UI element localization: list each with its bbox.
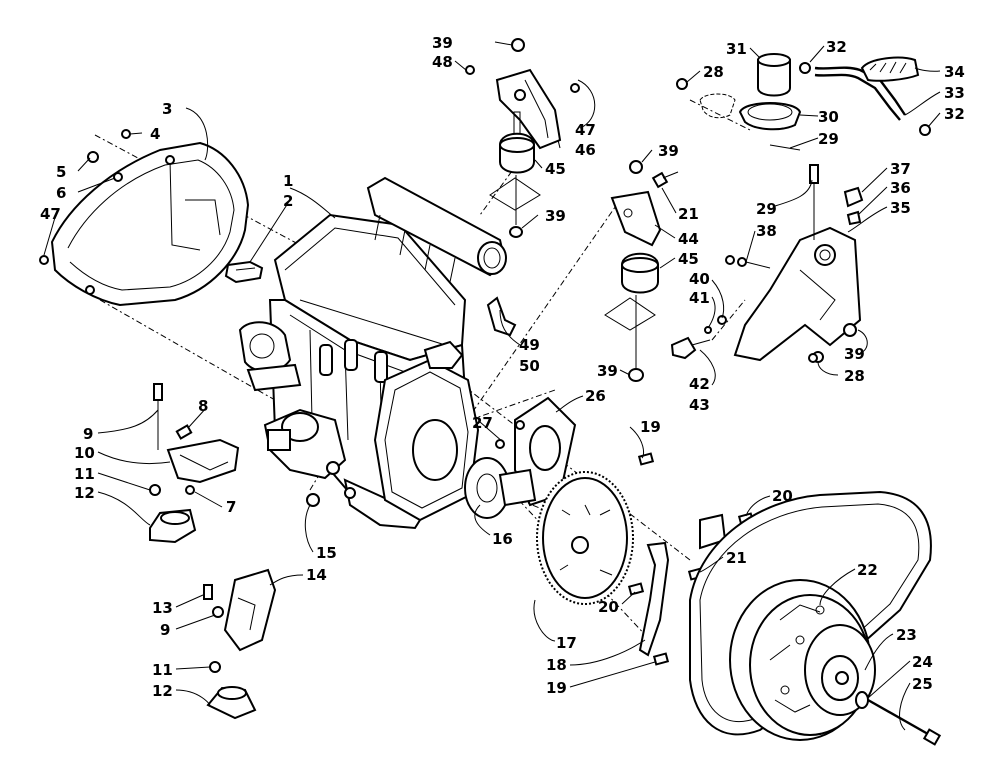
callout-2: 2 [283,192,293,210]
callout-28-top: 28 [703,63,724,81]
bracket [224,260,264,284]
fuel-filter-assembly [676,53,931,151]
callout-48: 48 [432,53,453,71]
callout-8: 8 [198,397,208,415]
ring-gear [536,471,634,605]
callout-34: 34 [944,63,965,81]
crankshaft-hub [464,457,537,519]
callout-26: 26 [585,387,606,405]
callout-22: 22 [857,561,878,579]
upper-engine-mount [489,38,562,238]
callout-27: 27 [472,414,493,432]
callout-labels: 1 2 3 4 5 6 47 8 9 10 11 12 7 15 14 13 9… [40,34,965,700]
rear-mount-bracket [670,164,864,363]
callout-37: 37 [890,160,911,178]
belt-guard [50,141,250,307]
callout-25: 25 [912,675,933,693]
callout-14: 14 [306,566,327,584]
callout-11-upper: 11 [74,465,95,483]
callout-36: 36 [890,179,911,197]
callout-29-top: 29 [818,130,839,148]
fasteners [39,65,818,507]
callout-10: 10 [74,444,95,462]
callout-49: 49 [519,336,540,354]
callout-45-side: 45 [678,250,699,268]
callout-1: 1 [283,172,293,190]
callout-11-lower: 11 [152,661,173,679]
callout-5: 5 [56,163,66,181]
left-engine-mount-lower [203,568,277,720]
callout-24: 24 [912,653,933,671]
callout-45-top: 45 [545,160,566,178]
callout-6: 6 [56,184,66,202]
callout-39-mid: 39 [545,207,566,225]
callout-13: 13 [152,599,173,617]
callout-39-top: 39 [432,34,453,52]
drive-clutch [729,579,942,746]
bolt [651,171,679,189]
callout-35: 35 [890,199,911,217]
callout-9-lower: 9 [160,621,170,639]
callout-46: 46 [575,141,596,159]
callout-16: 16 [492,530,513,548]
callout-12-upper: 12 [74,484,95,502]
callout-32-top: 32 [826,38,847,56]
callout-38: 38 [756,222,777,240]
callout-32-right: 32 [944,105,965,123]
callout-3: 3 [162,100,172,118]
callout-33: 33 [944,84,965,102]
callout-47-top: 47 [575,121,596,139]
left-engine-mount-upper [149,383,240,544]
callout-21-upper: 21 [678,205,699,223]
callout-21-lower: 21 [726,549,747,567]
callout-19-lower: 19 [546,679,567,697]
callout-41: 41 [689,289,710,307]
callout-39-bracket: 39 [844,345,865,363]
callout-50: 50 [519,357,540,375]
callout-29-right: 29 [756,200,777,218]
callout-17: 17 [556,634,577,652]
callout-9-upper: 9 [83,425,93,443]
callout-30: 30 [818,108,839,126]
callout-18: 18 [546,656,567,674]
callout-4: 4 [150,125,160,143]
callout-39-right-top: 39 [658,142,679,160]
callout-20-upper: 20 [772,487,793,505]
callout-7: 7 [226,498,236,516]
callout-43: 43 [689,396,710,414]
callout-40: 40 [689,270,710,288]
side-engine-mount [604,160,662,382]
engine-block [238,176,507,530]
callout-39-side: 39 [597,362,618,380]
leader-lines [43,41,941,731]
callout-44: 44 [678,230,699,248]
callout-28-bracket: 28 [844,367,865,385]
callout-12-lower: 12 [152,682,173,700]
callout-31: 31 [726,40,747,58]
callout-15: 15 [316,544,337,562]
callout-20-lower: 20 [598,598,619,616]
callout-19-upper: 19 [640,418,661,436]
small-bracket [486,296,517,337]
callout-47-left: 47 [40,205,61,223]
callout-23: 23 [896,626,917,644]
callout-42: 42 [689,375,710,393]
